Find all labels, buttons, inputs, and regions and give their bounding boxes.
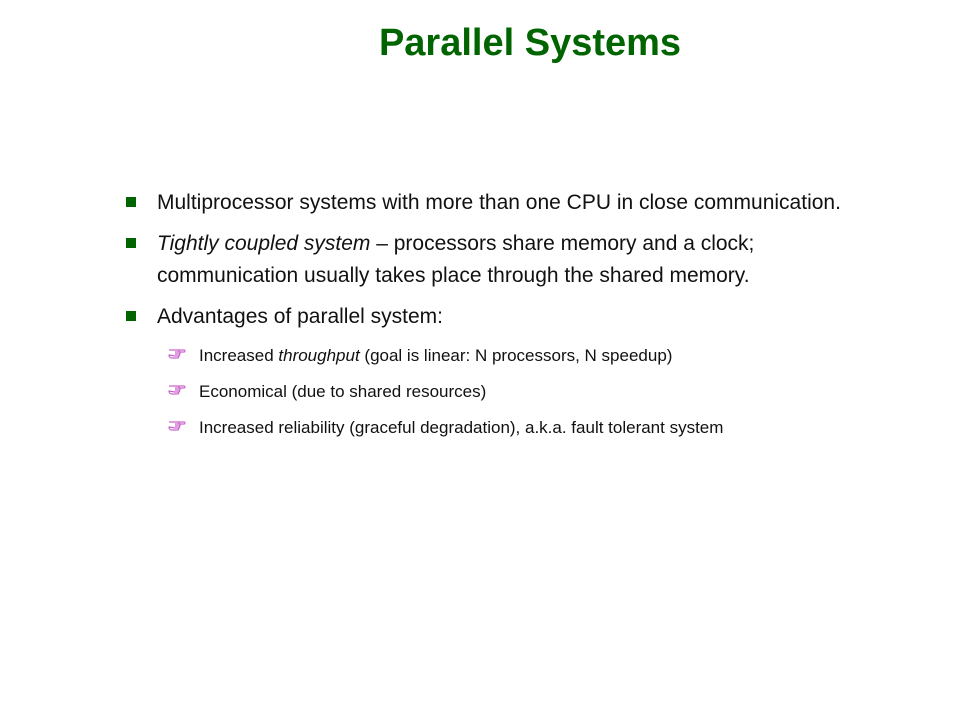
bullet-item-advantages: Advantages of parallel system:: [125, 301, 845, 333]
pointing-hand-icon: [167, 343, 187, 363]
bullet-item-tightly-coupled: Tightly coupled system – processors shar…: [125, 228, 845, 292]
slide-title: Parallel Systems: [378, 22, 682, 64]
green-square-icon: [126, 238, 136, 248]
bullet-text: Advantages of parallel system:: [157, 305, 443, 328]
green-square-icon: [126, 311, 136, 321]
green-square-icon: [126, 197, 136, 207]
bullet-text: – processors share memory and a clock; c…: [157, 232, 755, 287]
sub-item-emphasis: throughput: [278, 346, 360, 365]
sub-item-text-before: Increased: [199, 346, 279, 365]
sub-item-economical: Economical (due to shared resources): [125, 378, 845, 406]
sub-item-text: Economical (due to shared resources): [199, 382, 487, 401]
bullet-item-multiprocessor: Multiprocessor systems with more than on…: [125, 187, 845, 219]
sub-item-text: Increased reliability (graceful degradat…: [199, 418, 724, 437]
slide-content: Multiprocessor systems with more than on…: [125, 187, 845, 450]
advantages-sublist: Increased throughput (goal is linear: N …: [125, 342, 845, 442]
sub-item-throughput: Increased throughput (goal is linear: N …: [125, 342, 845, 370]
bullet-emphasis: Tightly coupled system: [157, 232, 371, 255]
sub-item-text-after: (goal is linear: N processors, N speedup…: [359, 346, 673, 365]
bullet-text: Multiprocessor systems with more than on…: [157, 191, 841, 214]
sub-item-reliability: Increased reliability (graceful degradat…: [125, 414, 845, 442]
pointing-hand-icon: [167, 379, 187, 399]
pointing-hand-icon: [167, 415, 187, 435]
